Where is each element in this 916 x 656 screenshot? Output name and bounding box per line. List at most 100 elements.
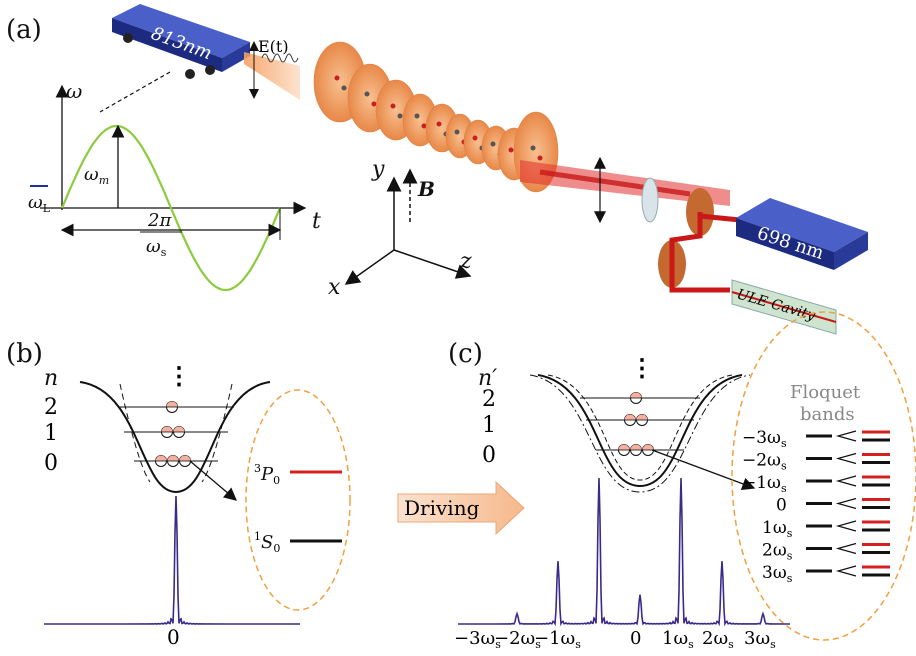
probe-beam bbox=[539, 169, 691, 197]
b-n-label: n bbox=[44, 366, 58, 391]
waveplate bbox=[641, 177, 659, 223]
omega-m-label: ωm bbox=[84, 164, 109, 187]
b-field-label: B bbox=[417, 177, 435, 201]
b-atoms bbox=[155, 401, 191, 467]
c-atoms bbox=[618, 392, 654, 456]
floquet-coupling-mark bbox=[835, 430, 857, 442]
atom-upper-half bbox=[618, 444, 630, 450]
floquet-band-label: −2ωs bbox=[742, 451, 787, 473]
c-potential-well bbox=[537, 374, 743, 488]
b-level-ellipse bbox=[245, 389, 351, 611]
floquet-title-line1: Floquet bbox=[790, 382, 861, 403]
atom-upper-half bbox=[624, 414, 636, 420]
atom-upper-half bbox=[166, 401, 178, 407]
b-spectrum-curve bbox=[44, 495, 300, 625]
panel-a-label: (a) bbox=[6, 15, 42, 45]
atom-upper-half bbox=[161, 426, 173, 432]
trapped-atom bbox=[364, 91, 370, 97]
b-upper-state-label: 3P0 bbox=[254, 462, 280, 487]
atom-upper-half bbox=[155, 455, 167, 461]
floquet-coupling-mark bbox=[835, 475, 857, 487]
axis-y-label: y bbox=[371, 157, 385, 182]
c-dots: ⋮ bbox=[630, 353, 654, 382]
trapped-atom bbox=[397, 113, 403, 119]
trapped-atom bbox=[508, 147, 514, 153]
atom-upper-half bbox=[179, 455, 191, 461]
floquet-band-label: 1ωs bbox=[762, 518, 793, 540]
omega-axis-label: ω bbox=[66, 79, 82, 103]
trapped-atom bbox=[436, 121, 442, 127]
driving-label: Driving bbox=[404, 496, 480, 520]
trapped-atom bbox=[341, 85, 347, 91]
c-spectrum-tick-label: 3ωs bbox=[744, 628, 776, 651]
c-spectrum-tick-label: −2ωs bbox=[494, 628, 541, 651]
b-level-1: 1 bbox=[44, 421, 58, 446]
trapped-atom bbox=[472, 135, 478, 141]
oscillating-field-wave bbox=[261, 53, 299, 63]
floquet-band-label: 2ωs bbox=[762, 541, 793, 563]
floquet-band-label: 0 bbox=[776, 496, 787, 516]
field-label: E(t) bbox=[258, 37, 289, 56]
panel-b-label: (b) bbox=[6, 339, 43, 369]
c-spectrum-tick-label: 0 bbox=[630, 628, 641, 649]
trapped-atom bbox=[454, 129, 460, 135]
floquet-band-label: −3ωs bbox=[742, 428, 787, 450]
laser-698-box: 698 nm bbox=[736, 198, 868, 270]
c-level-2: 2 bbox=[482, 387, 496, 412]
atom-upper-half bbox=[636, 414, 648, 420]
trapped-atom bbox=[334, 75, 340, 81]
b-dots: ⋮ bbox=[167, 361, 191, 390]
axis-z-label: z bbox=[459, 249, 472, 274]
period-denominator: ωs bbox=[146, 236, 167, 259]
laser-698-beam bbox=[699, 213, 741, 223]
period-numerator: 2π bbox=[147, 210, 172, 231]
floquet-title-line2: bands bbox=[800, 404, 855, 425]
trapped-atom bbox=[371, 101, 377, 107]
b-level-2: 2 bbox=[44, 395, 58, 420]
c-floquet-ellipse bbox=[731, 311, 916, 641]
atom-upper-half bbox=[630, 392, 642, 398]
floquet-coupling-mark bbox=[835, 542, 857, 555]
c-spectrum-tick-label: −3ωs bbox=[454, 628, 501, 651]
b-harmonic-approx bbox=[119, 383, 233, 483]
b-level-0: 0 bbox=[44, 451, 58, 476]
c-potential-well-shifted-2 bbox=[529, 374, 751, 493]
floquet-coupling-mark bbox=[835, 520, 857, 532]
trapped-atom bbox=[537, 155, 543, 161]
atom-upper-half bbox=[173, 426, 185, 432]
axis-x-label: x bbox=[328, 275, 341, 300]
trapped-atom bbox=[421, 123, 427, 129]
b-zoom-arrow bbox=[189, 460, 237, 501]
c-spectrum-tick-label: 2ωs bbox=[702, 628, 734, 651]
c-spectrum-tick-label: 1ωs bbox=[662, 628, 694, 651]
trapped-atom bbox=[390, 103, 396, 109]
c-spectrum-curve bbox=[458, 477, 790, 627]
driving-arrow: Driving bbox=[397, 480, 525, 536]
modulation-sine-curve bbox=[60, 124, 282, 292]
time-axis-label: t bbox=[312, 209, 321, 234]
ule-cavity: ULE Cavity bbox=[731, 279, 837, 335]
atom-upper-half bbox=[630, 444, 642, 450]
c-level-0: 0 bbox=[482, 443, 496, 468]
trapped-atom bbox=[414, 113, 420, 119]
c-level-1: 1 bbox=[482, 413, 496, 438]
floquet-band-label: −1ωs bbox=[742, 473, 787, 495]
c-spectrum-tick-label: −1ωs bbox=[534, 628, 581, 651]
laser-to-plot-dashed bbox=[99, 71, 171, 113]
laser-813-box: 813nm bbox=[112, 4, 250, 79]
floquet-coupling-mark bbox=[835, 565, 857, 577]
omega-L-label: ωL bbox=[28, 192, 51, 215]
floquet-coupling-mark bbox=[835, 497, 857, 510]
floquet-coupling-mark bbox=[835, 452, 857, 465]
reference-beam bbox=[669, 212, 730, 293]
atom-upper-half bbox=[167, 455, 179, 461]
c-zoom-arrow bbox=[651, 449, 756, 491]
trapped-atom bbox=[490, 141, 496, 147]
c-potential-well-shifted-1 bbox=[547, 374, 733, 481]
b-potential-well bbox=[79, 381, 271, 494]
c-spectrum-ticks: −3ωs−2ωs−1ωs 0 1ωs 2ωs 3ωs bbox=[454, 628, 776, 651]
panel-c-label: (c) bbox=[448, 339, 483, 369]
coordinate-axes bbox=[344, 168, 472, 285]
